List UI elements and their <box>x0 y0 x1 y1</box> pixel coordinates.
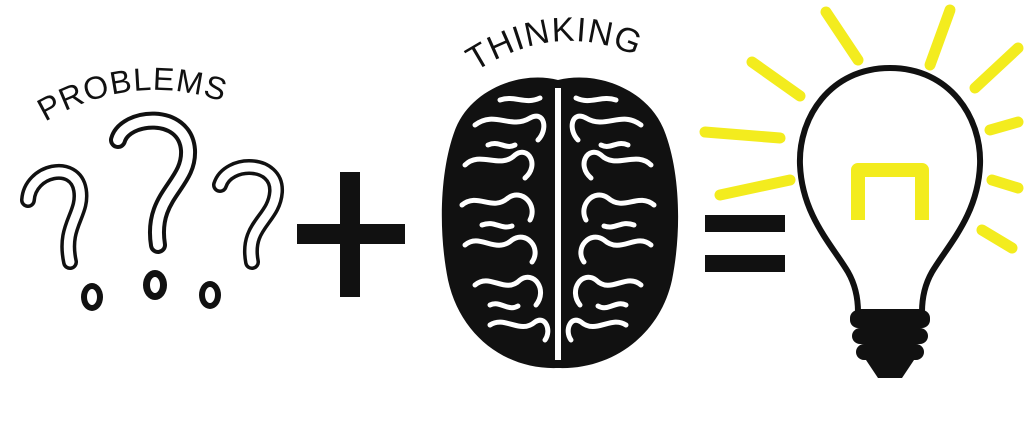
lightbulb-icon <box>699 4 1024 378</box>
plus-sign <box>297 172 405 297</box>
brain-icon <box>441 77 679 369</box>
light-rays <box>699 4 1024 254</box>
equals-sign <box>705 215 785 272</box>
thinking-label: THINKING <box>460 11 648 79</box>
question-marks-icon <box>20 111 284 311</box>
